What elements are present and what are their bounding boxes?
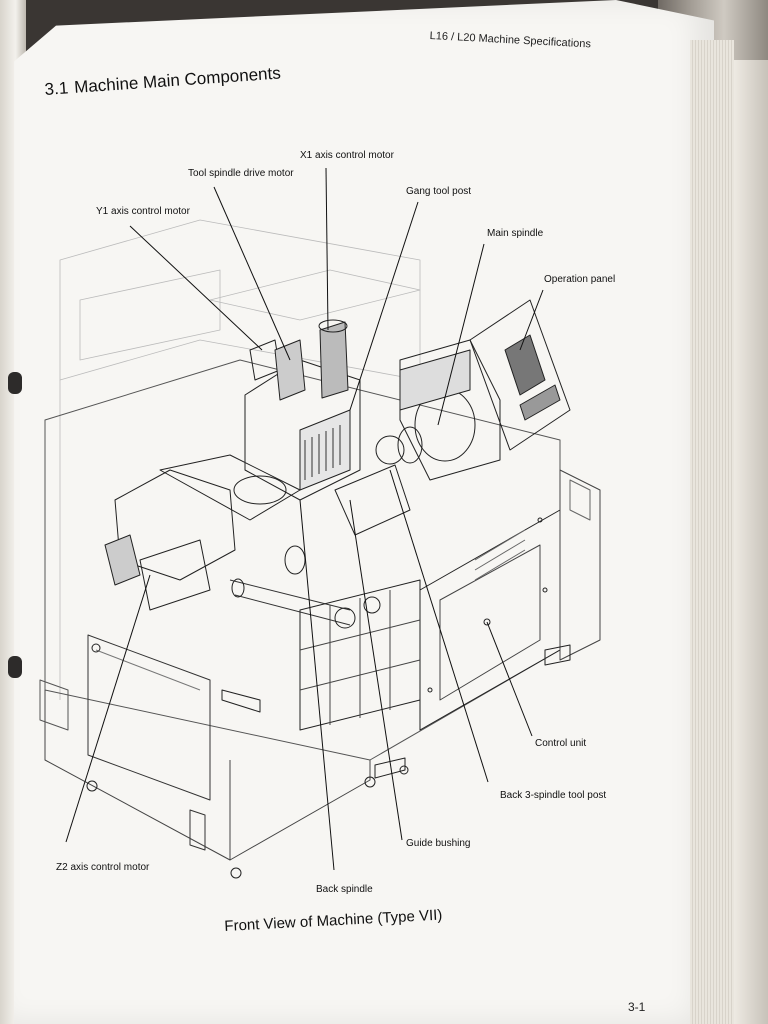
label-x1-axis-control-motor: X1 axis control motor [300,150,394,161]
label-main-spindle: Main spindle [487,228,544,239]
binder-ring-icon [8,372,22,394]
label-gang-tool-post: Gang tool post [406,186,472,197]
label-back-spindle: Back spindle [316,884,373,895]
label-tool-spindle-drive-motor: Tool spindle drive motor [188,168,294,179]
page-stack-edge [690,40,734,1024]
label-control-unit: Control unit [535,738,587,749]
label-y1-axis-control-motor: Y1 axis control motor [96,206,190,217]
label-back-3-spindle-tool-post: Back 3-spindle tool post [500,790,607,801]
label-operation-panel: Operation panel [544,274,616,285]
label-z2-axis-control-motor: Z2 axis control motor [56,862,150,873]
page-number: 3-1 [628,1000,646,1014]
label-guide-bushing: Guide bushing [406,838,471,849]
binder-ring-icon [8,656,22,678]
manual-page [14,0,714,1024]
